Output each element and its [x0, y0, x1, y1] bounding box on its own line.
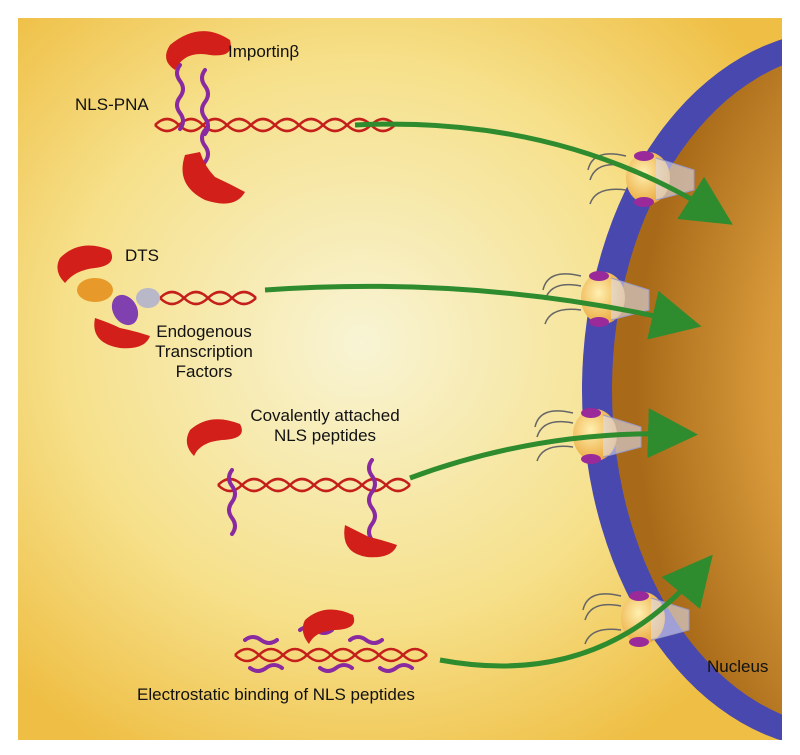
- import-arrow-2: [264, 283, 702, 340]
- import-arrow-1: [354, 121, 733, 225]
- label-importin: Importinβ: [228, 42, 300, 61]
- label-dts: DTS: [125, 246, 159, 265]
- import-arrow-4: [439, 554, 713, 669]
- importin-proteins: [57, 31, 397, 644]
- label-covalent-line-2: NLS peptides: [273, 426, 377, 445]
- label-endogenous-line-1: Endogenous: [156, 322, 252, 341]
- dna-helix-1: [154, 117, 396, 133]
- label-endogenous-transcription-factors: Endogenous Transcription Factors: [142, 322, 266, 382]
- label-endogenous-line-3: Factors: [175, 362, 233, 381]
- dna-helix-3: [217, 477, 411, 493]
- transcription-factors: [77, 278, 160, 326]
- label-endogenous-line-2: Transcription: [155, 342, 253, 361]
- import-arrows: [264, 121, 733, 669]
- label-nls-pna: NLS-PNA: [75, 95, 149, 114]
- import-arrow-3: [409, 408, 698, 481]
- dna-helix-2: [159, 290, 257, 306]
- dna-helix-4: [234, 647, 428, 663]
- label-covalently-attached: Covalently attached NLS peptides: [230, 406, 420, 446]
- nucleus: [612, 59, 800, 721]
- label-electrostatic-binding: Electrostatic binding of NLS peptides: [137, 685, 415, 704]
- label-nucleus: Nucleus: [707, 657, 769, 676]
- label-covalent-line-1: Covalently attached: [250, 406, 400, 425]
